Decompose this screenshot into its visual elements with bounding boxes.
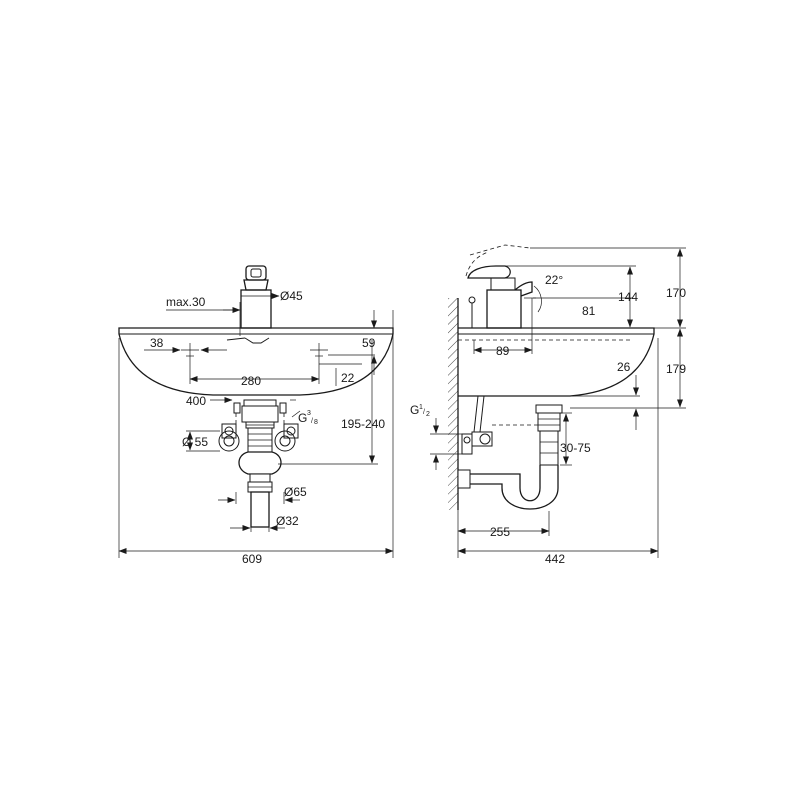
- label-spout-projection: 89: [496, 344, 510, 358]
- label-valve-thread-numerator: 3: [307, 410, 311, 417]
- front-view: [118, 265, 394, 558]
- wall-section: [448, 298, 459, 510]
- label-tap-offset: max.30: [166, 295, 206, 309]
- label-supply-thread-numerator: 1: [419, 404, 423, 411]
- side-dimensions: [430, 247, 686, 558]
- waste-assembly-front: [218, 399, 299, 528]
- faucet-front: [226, 265, 272, 344]
- waste-assembly-side: [457, 395, 563, 510]
- faucet-side: [465, 244, 533, 329]
- label-supply-thread-slash: /: [423, 409, 425, 416]
- label-valve-thread-denominator: 8: [314, 419, 318, 426]
- label-rim-to-overflow: 59: [362, 336, 376, 350]
- labels: Ø45 max.30 38 280 59 22 400 G 3 / 8 Ø 55…: [150, 273, 686, 566]
- label-valve-thread: G: [298, 411, 307, 425]
- label-tap-height: 144: [618, 290, 638, 304]
- label-spout-reach: 81: [582, 304, 596, 318]
- label-spout-angle: 22°: [545, 273, 563, 287]
- basin-front: [118, 327, 394, 396]
- bracket-markers: [181, 343, 328, 360]
- label-tap-hole-diameter: Ø45: [280, 289, 303, 303]
- label-waste-diameter: Ø32: [276, 514, 299, 528]
- label-valve-thread-slash: /: [311, 418, 313, 425]
- label-trap-adjust-range: 30-75: [560, 441, 591, 455]
- label-overflow-offset: 38: [150, 336, 164, 350]
- label-basin-height: 179: [666, 362, 686, 376]
- label-trap-height-range: 195-240: [341, 417, 385, 431]
- label-bracket-spacing: 280: [241, 374, 261, 388]
- label-supply-thread-denominator: 2: [426, 411, 430, 418]
- label-height-400: 400: [186, 394, 206, 408]
- label-basin-offset: 26: [617, 360, 631, 374]
- side-view: [430, 244, 686, 558]
- label-waste-distance: 255: [490, 525, 510, 539]
- basin-side: [458, 327, 655, 397]
- label-depth-total: 442: [545, 552, 565, 566]
- label-rosette-diameter: Ø 55: [182, 435, 208, 449]
- label-width-total: 609: [242, 552, 262, 566]
- label-overall-tap-height: 170: [666, 286, 686, 300]
- label-trap-diameter: Ø65: [284, 485, 307, 499]
- label-bracket-drop: 22: [341, 371, 355, 385]
- label-supply-thread: G: [410, 403, 419, 417]
- front-dimensions: [118, 293, 394, 558]
